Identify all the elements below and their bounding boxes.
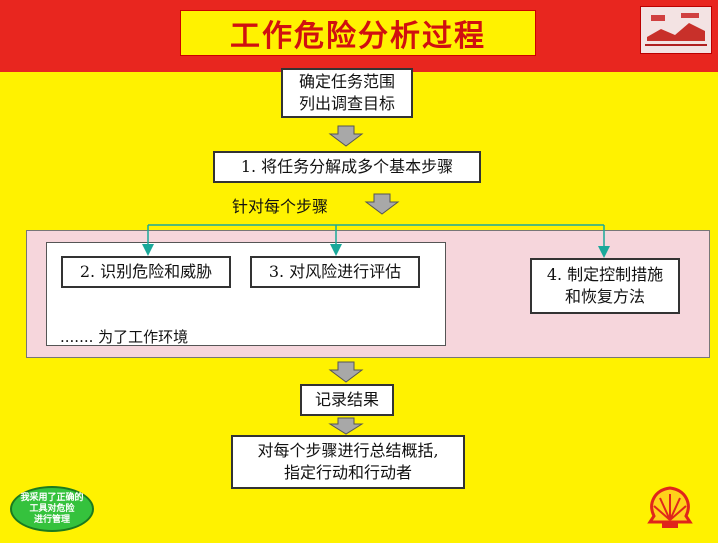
down-arrow-icon: [328, 361, 364, 383]
step2-text: 2. 识别危险和威胁: [79, 262, 213, 281]
shell-logo-icon: [647, 486, 693, 528]
define-scope-line1: 确定任务范围: [298, 72, 395, 91]
record-box: 记录结果: [300, 384, 394, 416]
badge-line1: 我采用了正确的: [20, 492, 84, 503]
step1-box: 1. 将任务分解成多个基本步骤: [213, 151, 481, 183]
down-arrow-icon: [328, 417, 364, 435]
down-arrow-icon: [328, 125, 364, 147]
badge-line2: 工具对危险: [29, 503, 75, 514]
define-scope-box: 确定任务范围 列出调查目标: [281, 68, 413, 118]
title-box: 工作危险分析过程: [180, 10, 536, 56]
summary-line1: 对每个步骤进行总结概括,: [257, 441, 439, 460]
badge-line3: 进行管理: [33, 514, 70, 525]
step3-text: 3. 对风险进行评估: [268, 262, 402, 281]
step4-box: 4. 制定控制措施 和恢复方法: [530, 258, 680, 314]
branch-connector: [142, 224, 610, 258]
summary-line2: 指定行动和行动者: [283, 463, 412, 482]
badge: 我采用了正确的 工具对危险 进行管理: [10, 486, 94, 532]
record-text: 记录结果: [314, 390, 379, 409]
down-arrow-icon: [364, 193, 400, 215]
step4-line2: 和恢复方法: [564, 287, 645, 306]
top-right-logo-icon: [640, 6, 712, 54]
step4-line1: 4. 制定控制措施: [546, 265, 664, 284]
step3-box: 3. 对风险进行评估: [250, 256, 420, 288]
summary-box: 对每个步骤进行总结概括, 指定行动和行动者: [231, 435, 465, 489]
per-step-label: 针对每个步骤: [232, 197, 329, 216]
page-title: 工作危险分析过程: [230, 19, 486, 54]
step1-text: 1. 将任务分解成多个基本步骤: [240, 157, 454, 176]
env-note: ....... 为了工作环境: [60, 328, 189, 346]
define-scope-line2: 列出调查目标: [298, 94, 395, 113]
step2-box: 2. 识别危险和威胁: [61, 256, 231, 288]
